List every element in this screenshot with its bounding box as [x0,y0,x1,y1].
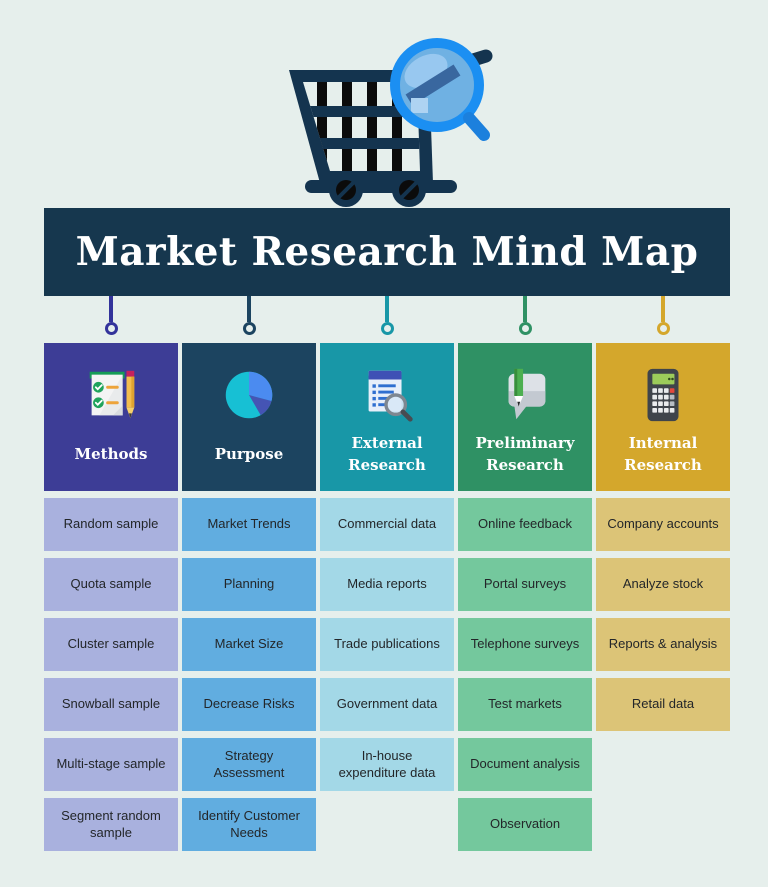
calculator-icon [632,364,694,426]
checklist-pencil-icon [80,364,142,426]
column-header-purpose: Purpose [182,343,316,491]
page-title: Market Research Mind Map [75,229,699,275]
connector-line [109,296,113,322]
mind-map-card: Segment random sample [44,798,178,851]
mind-map-card: Telephone surveys [458,618,592,671]
connector-ring-icon [242,322,256,335]
mind-map-card: In-house expenditure data [320,738,454,791]
mind-map-card: Snowball sample [44,678,178,731]
connector-line [385,296,389,322]
mind-map-card: Online feedback [458,498,592,551]
mind-map-card: Retail data [596,678,730,731]
mind-map-card: Analyze stock [596,558,730,611]
mind-map-card: Portal surveys [458,558,592,611]
mind-map-card: Identify Customer Needs [182,798,316,851]
mind-map-card: Market Trends [182,498,316,551]
connector-ring-icon [104,322,118,335]
mind-map-card: Company accounts [596,498,730,551]
mind-map-card: Market Size [182,618,316,671]
column-header-external-research: External Research [320,343,454,491]
connector-line [661,296,665,322]
mind-map-card: Strategy Assessment [182,738,316,791]
mind-map-card: Reports & analysis [596,618,730,671]
mind-map-card: Document analysis [458,738,592,791]
mind-map-card: Trade publications [320,618,454,671]
connector-line [247,296,251,322]
column-label: Internal Research [624,433,702,474]
speech-bubble-pencil-icon [494,364,556,426]
column-header-preliminary-research: Preliminary Research [458,343,592,491]
mind-map-card: Test markets [458,678,592,731]
connector-ring-icon [380,322,394,335]
mind-map-card: Decrease Risks [182,678,316,731]
mind-map-card: Media reports [320,558,454,611]
title-banner: Market Research Mind Map [44,208,730,296]
connector-ring-icon [656,322,670,335]
connector-line [523,296,527,322]
column-label: Methods [74,444,148,463]
mind-map-card: Planning [182,558,316,611]
column-label: Preliminary Research [475,433,575,474]
document-magnifier-icon [356,364,418,426]
mind-map-card: Government data [320,678,454,731]
mind-map-card: Cluster sample [44,618,178,671]
column-label: External Research [348,433,426,474]
mind-map-card: Random sample [44,498,178,551]
mind-map-card: Quota sample [44,558,178,611]
column-header-methods: Methods [44,343,178,491]
mind-map-card: Commercial data [320,498,454,551]
column-label: Purpose [214,444,284,463]
mind-map-card: Multi-stage sample [44,738,178,791]
column-header-internal-research: Internal Research [596,343,730,491]
mind-map-card: Observation [458,798,592,851]
pie-chart-icon [218,364,280,426]
shopping-cart-magnifier-icon [283,38,499,208]
connector-ring-icon [518,322,532,335]
